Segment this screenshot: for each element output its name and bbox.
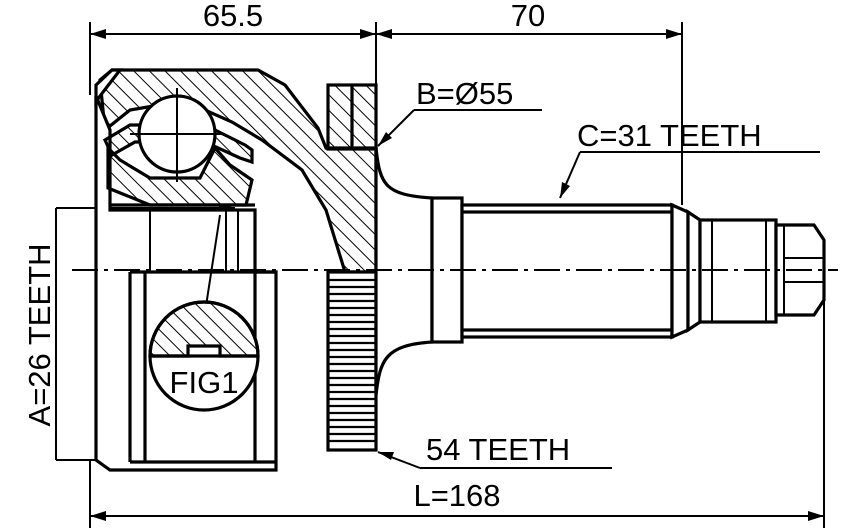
abs-ring-teeth <box>328 278 376 443</box>
shaft-length-dimension: 70 <box>511 0 545 33</box>
inner-spline-label: A=26 TEETH <box>22 244 57 427</box>
dimension-inner-spline: A=26 TEETH <box>22 203 235 461</box>
abs-ring-label: 54 TEETH <box>426 432 570 467</box>
total-length-dimension: L=168 <box>413 478 500 513</box>
dimension-total-length: L=168 <box>89 270 825 528</box>
leader-shaft-spline: C=31 TEETH <box>559 118 820 199</box>
fig1-detail: FIG1 <box>148 214 260 412</box>
dimension-top-housing: 65.5 <box>89 0 377 150</box>
ball-bearing <box>130 88 225 182</box>
output-shaft <box>374 147 826 396</box>
fig1-label: FIG1 <box>170 365 239 400</box>
abs-tone-ring <box>326 270 378 452</box>
outer-diameter-label: B=Ø55 <box>416 76 513 111</box>
leader-outer-diameter: B=Ø55 <box>377 76 542 147</box>
dimension-top-shaft: 70 <box>376 0 683 205</box>
housing-length-dimension: 65.5 <box>203 0 263 33</box>
leader-abs-ring: 54 TEETH <box>377 432 612 469</box>
shaft-spline-label: C=31 TEETH <box>577 118 762 153</box>
